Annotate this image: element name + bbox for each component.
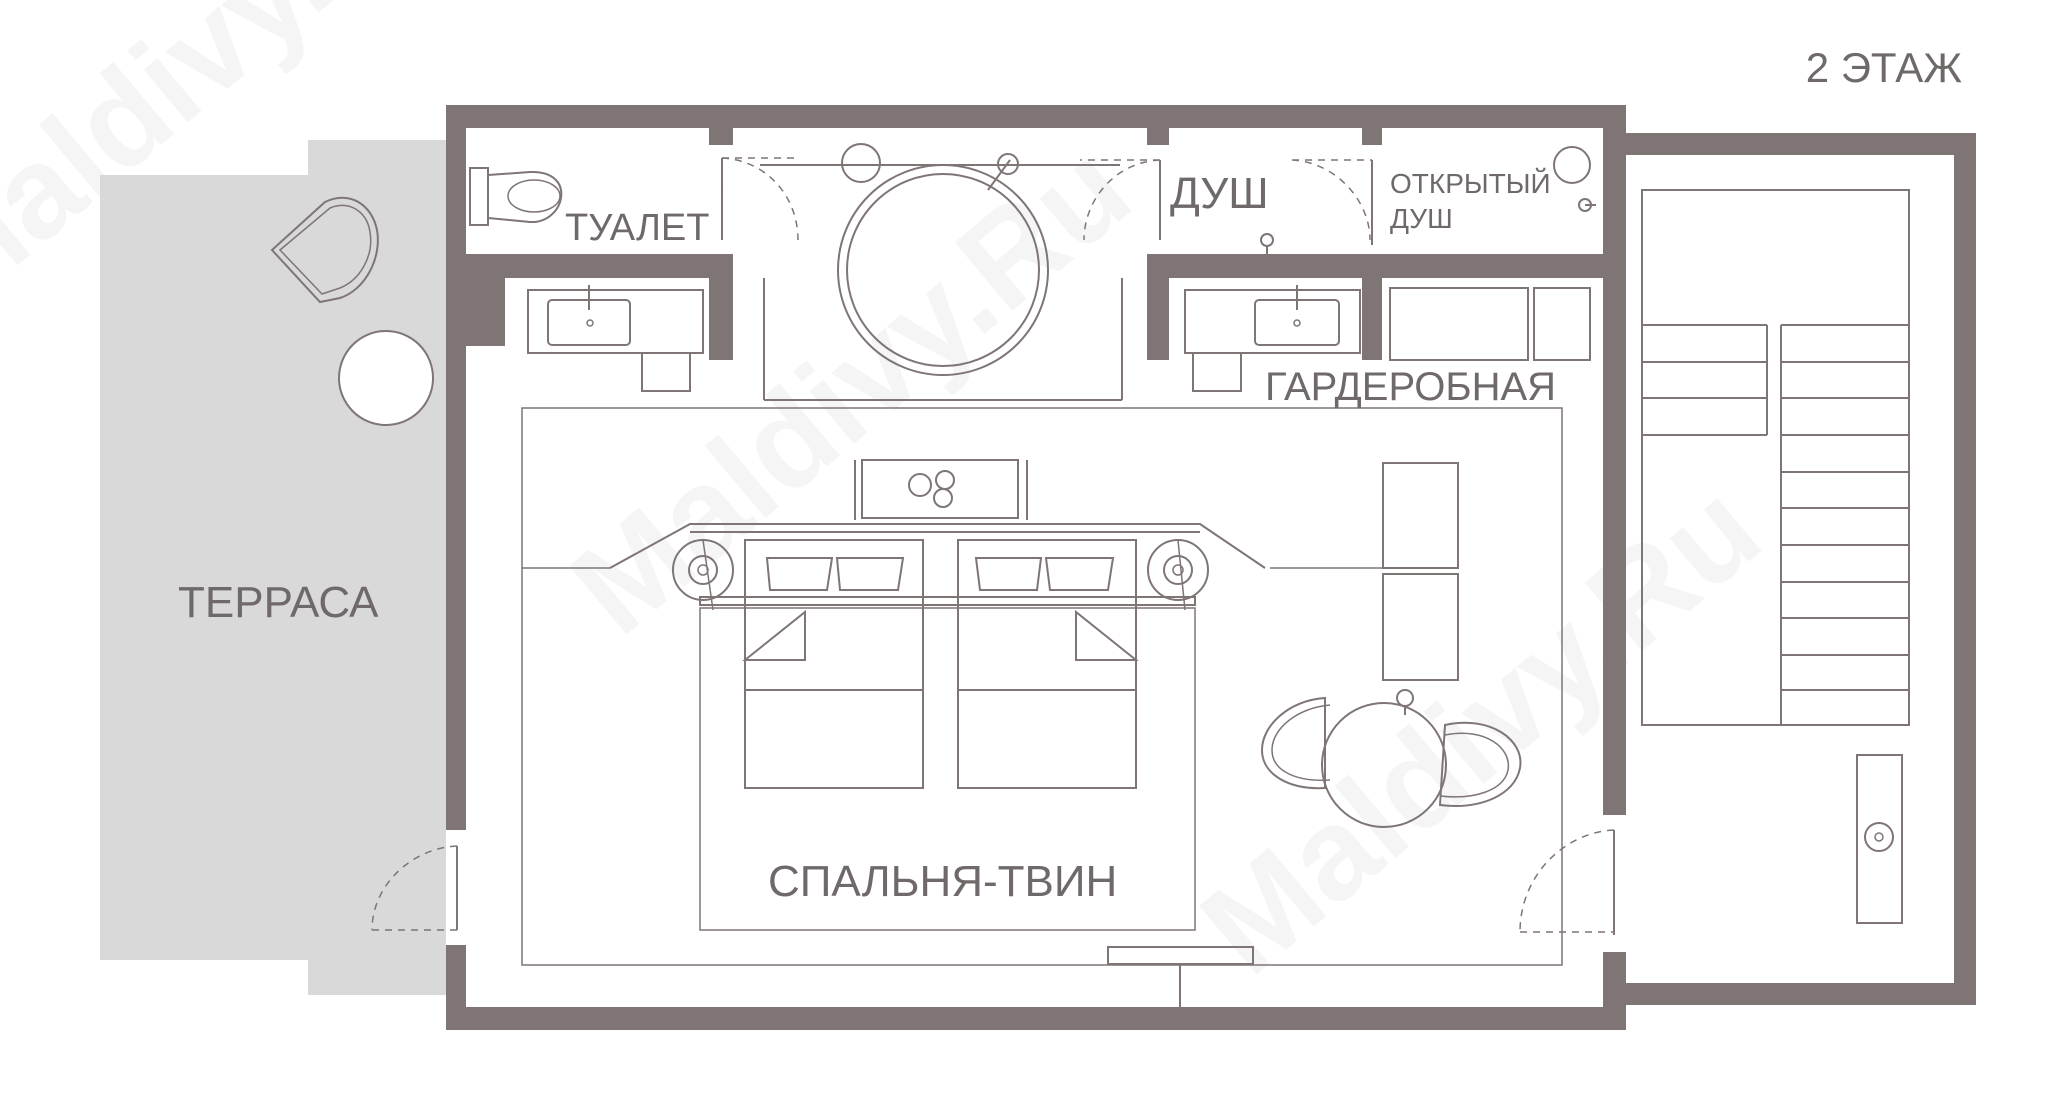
bedside-lamps [672, 539, 1209, 611]
bedroom-rug-outline [521, 407, 1563, 966]
tv-console [854, 459, 1028, 520]
shower-heads [1260, 146, 1596, 258]
room-label-bedroom: СПАЛЬНЯ-ТВИН [768, 857, 1117, 906]
wardrobe-cabinets [1389, 287, 1591, 361]
bed-headboard [609, 523, 1266, 606]
terrace-door [371, 845, 458, 931]
toilet-door [721, 157, 799, 241]
room-label-terrace: ТЕРРАСА [178, 578, 379, 627]
bedroom-entry-door [1519, 829, 1615, 935]
dresser-column [1382, 462, 1459, 681]
round-bath [760, 143, 1123, 401]
annex-outdoor-shower [1856, 754, 1903, 924]
staircase [1641, 189, 1910, 726]
washbasin-left [527, 285, 704, 392]
terrace-lounge-chair [270, 196, 379, 304]
room-label-wardrobe: ГАРДЕРОБНАЯ [1265, 365, 1556, 409]
terrace-area [100, 140, 446, 995]
room-label-shower: ДУШ [1170, 169, 1269, 218]
room-label-toilet: ТУАЛЕТ [565, 207, 710, 249]
watermark-text-3: Maldivy.Ru [1174, 455, 1786, 1002]
twin-bed-right [957, 539, 1139, 789]
terrace-round-table [338, 330, 434, 426]
room-label-open-shower-line1: ОТКРЫТЫЙ [1390, 168, 1551, 199]
washbasin-right [1184, 285, 1361, 392]
watermark-text-2: Maldivy.Ru [544, 115, 1156, 662]
floor-label: 2 ЭТАЖ [1806, 44, 1962, 91]
shower-doors [1080, 159, 1373, 245]
bottom-console [1107, 946, 1254, 1008]
bed-frame-outline [699, 607, 1196, 931]
toilet-fixture [469, 167, 563, 226]
dining-set [1260, 689, 1522, 828]
room-label-open-shower-line2: ДУШ [1390, 203, 1453, 234]
twin-bed-left [742, 539, 924, 789]
walls [446, 105, 1976, 1030]
